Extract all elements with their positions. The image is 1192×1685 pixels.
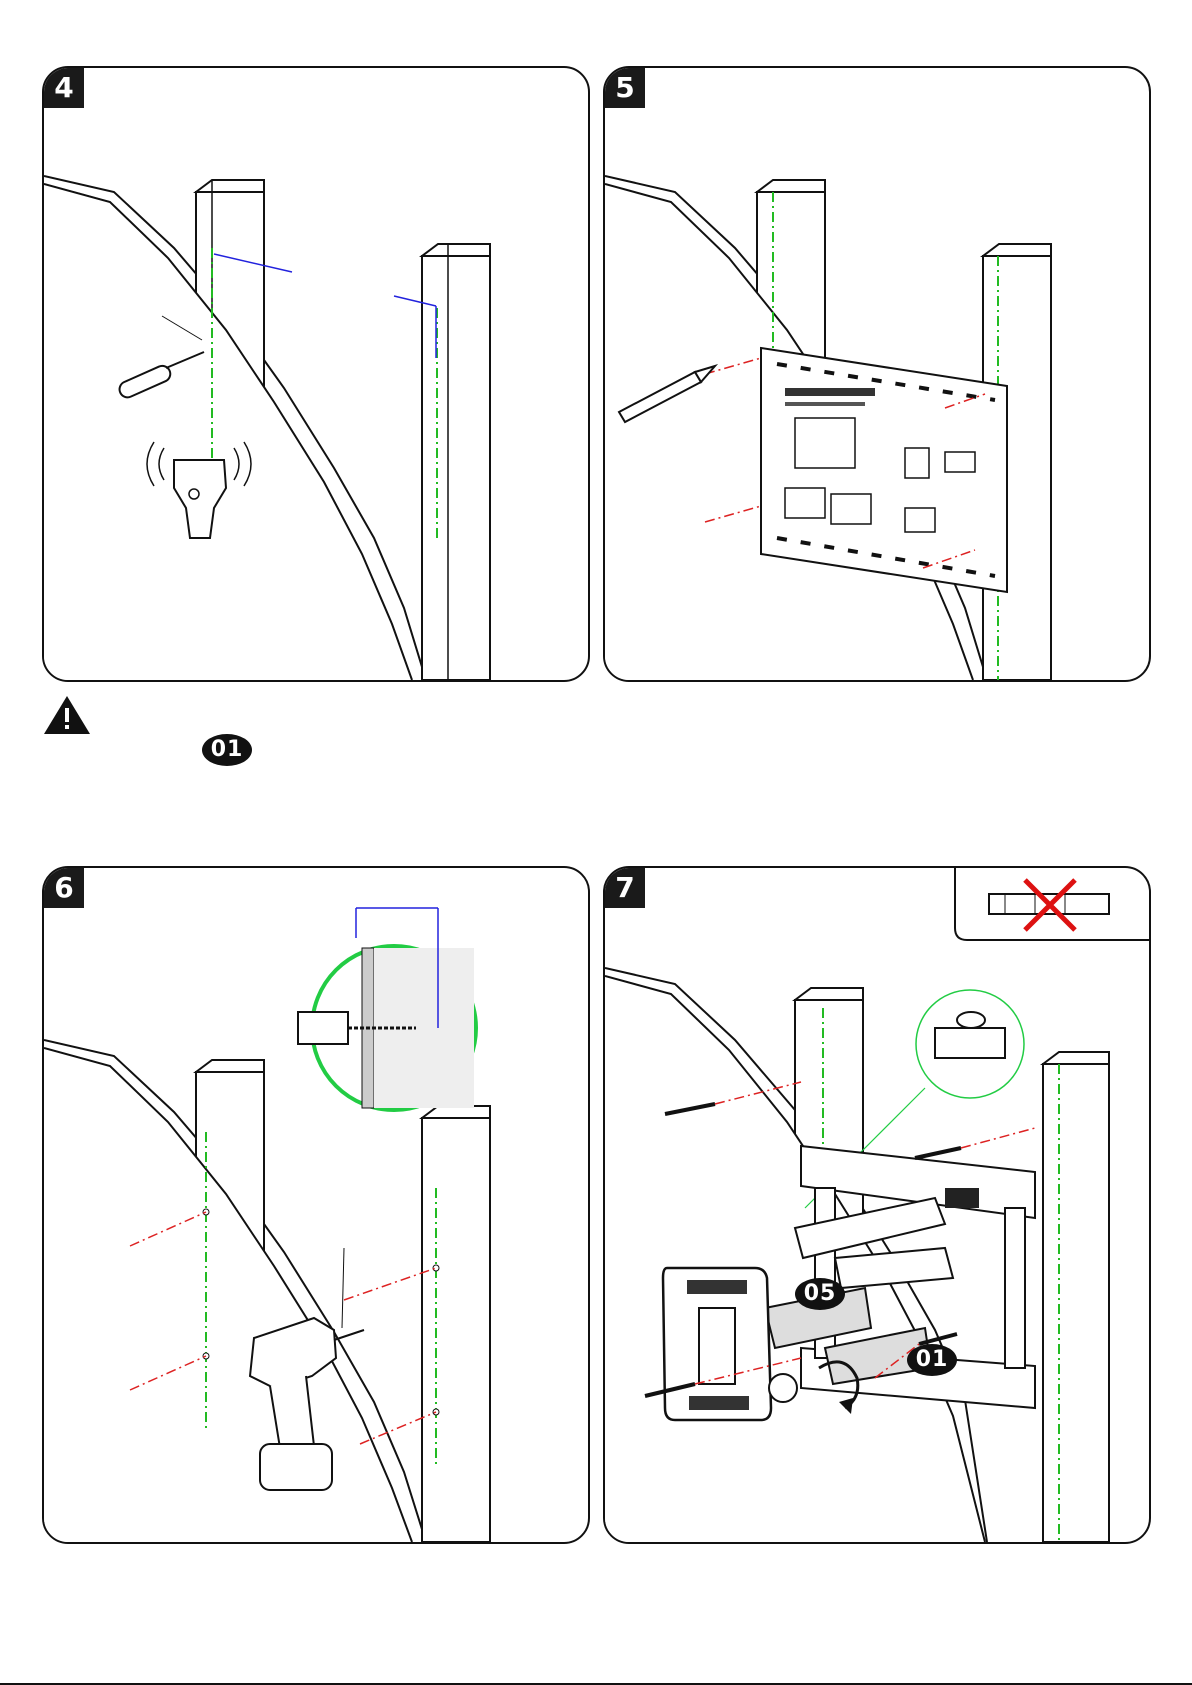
warning-icon — [42, 694, 92, 736]
step-4-panel: 4 — [42, 66, 590, 682]
drill-depth-detail — [298, 908, 476, 1110]
step-5-illustration — [605, 68, 1149, 680]
step-7-panel: 7 — [603, 866, 1151, 1544]
stud-right — [422, 244, 490, 680]
warning-note: 01 — [42, 694, 272, 768]
part-number-badge: 01 — [202, 734, 252, 766]
step-6-illustration — [44, 868, 588, 1542]
step-6-panel: 6 — [42, 866, 590, 1544]
mounting-template — [761, 348, 1007, 592]
step-5-panel: 5 — [603, 66, 1151, 682]
no-drywall-anchor-icon — [955, 868, 1149, 940]
step-7-illustration — [605, 868, 1149, 1542]
tv-adapter-plate — [663, 1268, 771, 1420]
step-4-illustration — [44, 68, 588, 680]
part-number-badge-05: 05 — [795, 1278, 845, 1310]
part-number-badge-01: 01 — [907, 1344, 957, 1376]
